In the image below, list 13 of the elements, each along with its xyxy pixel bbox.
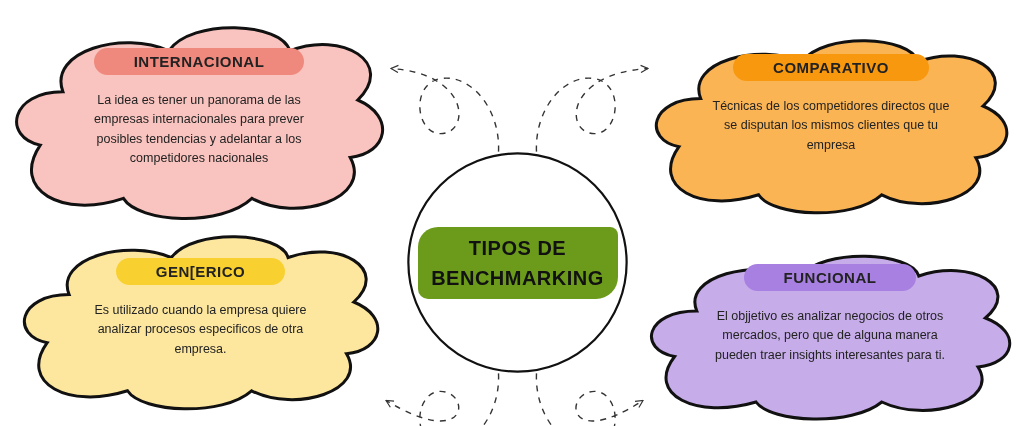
- heading-pill: GEN[ERICO: [115, 258, 286, 285]
- heading-pill: COMPARATIVO: [733, 54, 929, 81]
- title-banner: TIPOS DE BENCHMARKING: [417, 226, 618, 299]
- dashed-loop-arrow: [535, 65, 649, 153]
- dashed-loop-arrow: [385, 372, 500, 426]
- description-text: El objjetivo es analizar negocios de otros mercados, pero que de alguna manera pueden traer insights interesantes para ti.: [714, 308, 946, 364]
- description-text: Es utilizado cuando la empresa quiere analizar procesos especificos de otra empresa.: [93, 302, 308, 358]
- heading-pill: FUNCIONAL: [743, 264, 917, 291]
- heading-pill: INTERNACIONAL: [93, 48, 305, 75]
- dashed-loop-arrow: [535, 372, 644, 426]
- description-text: La idea es tener un panorama de las empresas internacionales para prever posibles tendencias y adelantar a los competidores nacionales: [93, 92, 305, 168]
- dashed-loop-arrow: [390, 65, 500, 153]
- description-text: Técnicas de los competidores directos que se disputan los mismos clientes que tu empresa: [711, 98, 951, 154]
